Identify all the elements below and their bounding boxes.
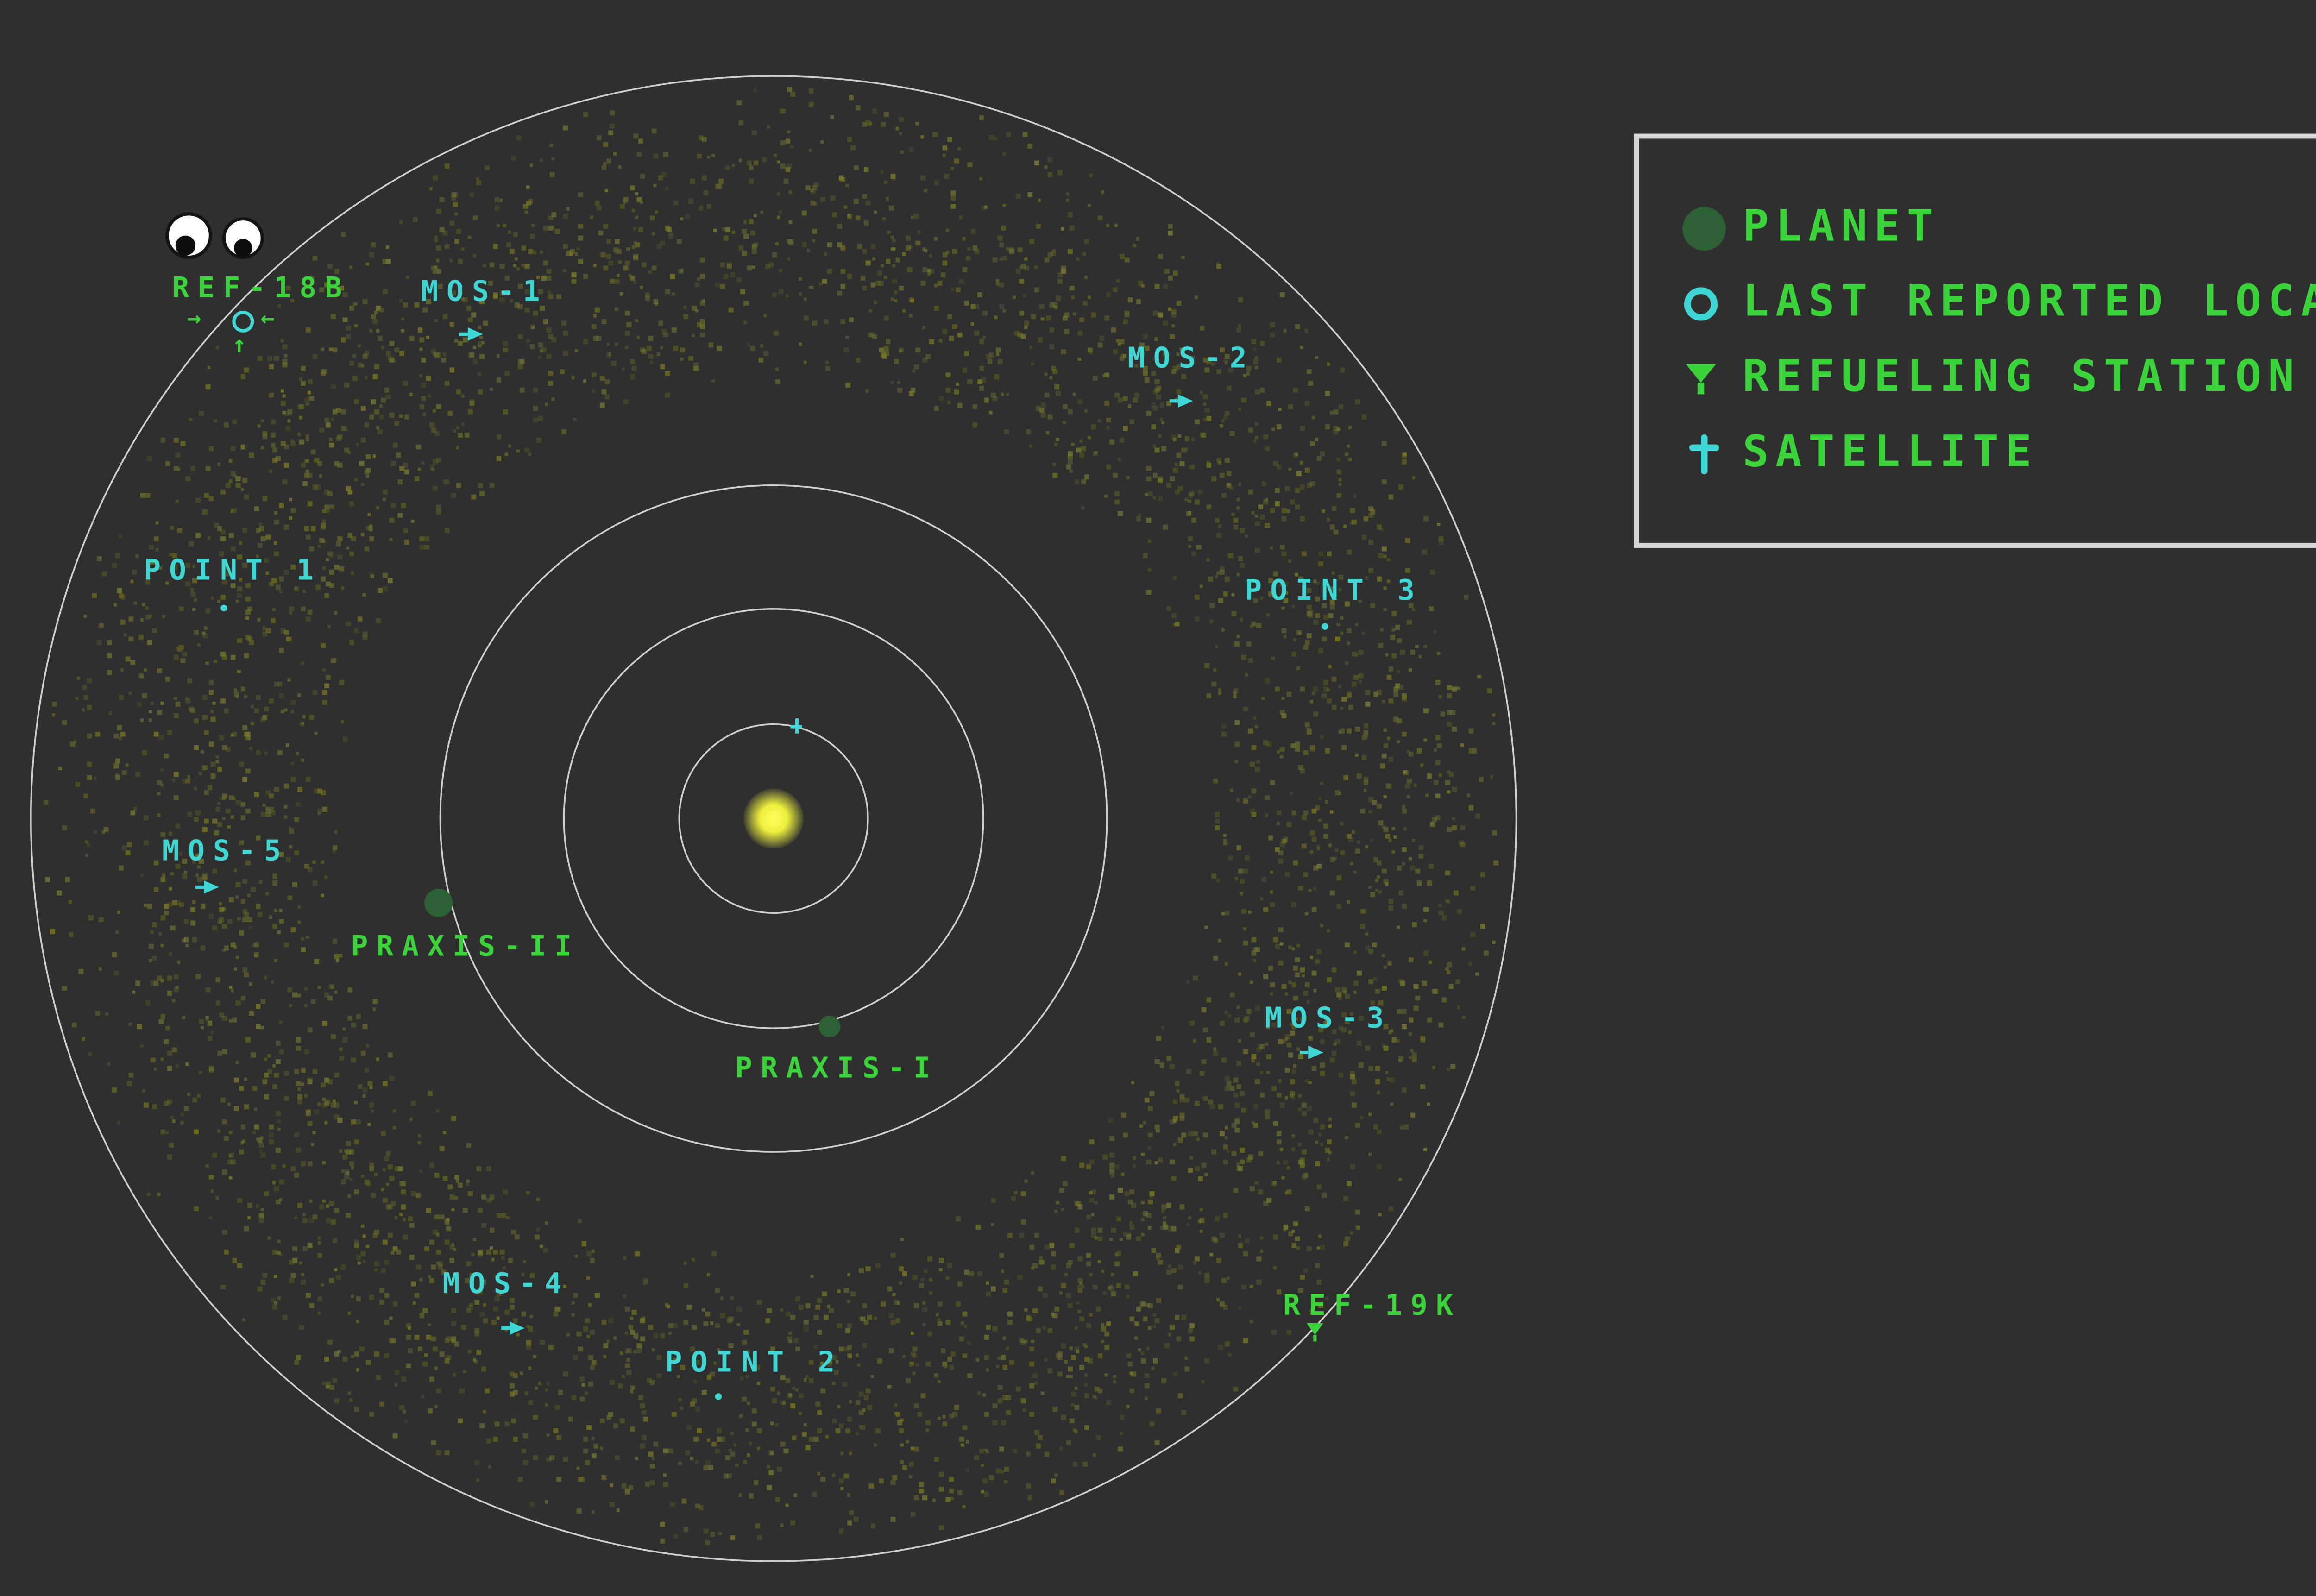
googly-eyes bbox=[165, 212, 269, 265]
label-ref-19k: REF-19K bbox=[1283, 1289, 1461, 1323]
last-reported-location-icon bbox=[1682, 278, 1743, 328]
legend-item-label: SATELLITE bbox=[1743, 428, 2039, 478]
legend-item-label: LAST REPORTED LOCATION bbox=[1743, 277, 2316, 328]
legend: PLANET LAST REPORTED LOCATION REFUELING … bbox=[1634, 133, 2316, 548]
satellite-marker-mos-2[interactable] bbox=[1169, 394, 1193, 408]
pupil bbox=[233, 239, 252, 258]
legend-item-refueling-station: REFUELING STATION bbox=[1682, 353, 2316, 403]
satellite-marker-mos-3[interactable] bbox=[1300, 1046, 1323, 1059]
googly-eye-left bbox=[165, 212, 213, 259]
point-marker-3[interactable] bbox=[1322, 623, 1328, 630]
arrow-right-icon: → bbox=[187, 306, 201, 333]
legend-item-last-reported-location: LAST REPORTED LOCATION bbox=[1682, 278, 2316, 328]
label-point-3: POINT 3 bbox=[1245, 574, 1423, 608]
label-praxis-ii: PRAXIS-II bbox=[351, 930, 580, 964]
planet-praxis-i[interactable] bbox=[818, 1016, 841, 1038]
label-mos-5: MOS-5 bbox=[162, 835, 290, 869]
sun bbox=[743, 788, 804, 849]
legend-item-label: REFUELING STATION bbox=[1743, 352, 2301, 403]
point-marker-2[interactable] bbox=[715, 1393, 722, 1400]
label-point-2: POINT 2 bbox=[665, 1346, 843, 1380]
pupil bbox=[175, 235, 196, 256]
label-mos-2: MOS-2 bbox=[1127, 342, 1255, 376]
refueling-station-icon bbox=[1682, 353, 1743, 403]
satellite-icon[interactable] bbox=[789, 718, 804, 734]
arrow-left-icon: ← bbox=[260, 306, 275, 333]
legend-item-planet: PLANET bbox=[1682, 203, 2316, 253]
googly-eye-right bbox=[222, 217, 264, 259]
orbit-ring-second bbox=[563, 608, 984, 1029]
orbit-ring-outer bbox=[30, 75, 1517, 1562]
satellite-icon bbox=[1682, 428, 1743, 478]
label-praxis-i: PRAXIS-I bbox=[735, 1052, 939, 1086]
refueling-station-marker-ref-19k[interactable] bbox=[1305, 1323, 1325, 1343]
orbit-ring-third bbox=[439, 484, 1108, 1153]
satellite-marker-mos-4[interactable] bbox=[501, 1321, 525, 1335]
arrow-up-icon: ↑ bbox=[232, 332, 246, 359]
orbit-ring-inner bbox=[678, 723, 869, 914]
label-mos-3: MOS-3 bbox=[1265, 1002, 1392, 1036]
label-ref-18b: REF-18B bbox=[172, 272, 351, 306]
legend-item-label: PLANET bbox=[1743, 202, 1940, 253]
label-mos-1: MOS-1 bbox=[421, 276, 548, 309]
label-mos-4: MOS-4 bbox=[442, 1268, 570, 1301]
satellite-marker-mos-5[interactable] bbox=[195, 880, 219, 894]
last-reported-location-icon bbox=[232, 310, 254, 333]
planet-icon bbox=[1682, 203, 1743, 253]
satellite-marker-mos-1[interactable] bbox=[459, 327, 483, 341]
planet-praxis-ii[interactable] bbox=[424, 888, 453, 917]
last-reported-location-marker-ref-18b[interactable]: → ← ↑ bbox=[187, 301, 287, 358]
label-point-1: POINT 1 bbox=[144, 554, 322, 588]
point-marker-1[interactable] bbox=[220, 604, 227, 612]
legend-item-satellite: SATELLITE bbox=[1682, 428, 2316, 478]
